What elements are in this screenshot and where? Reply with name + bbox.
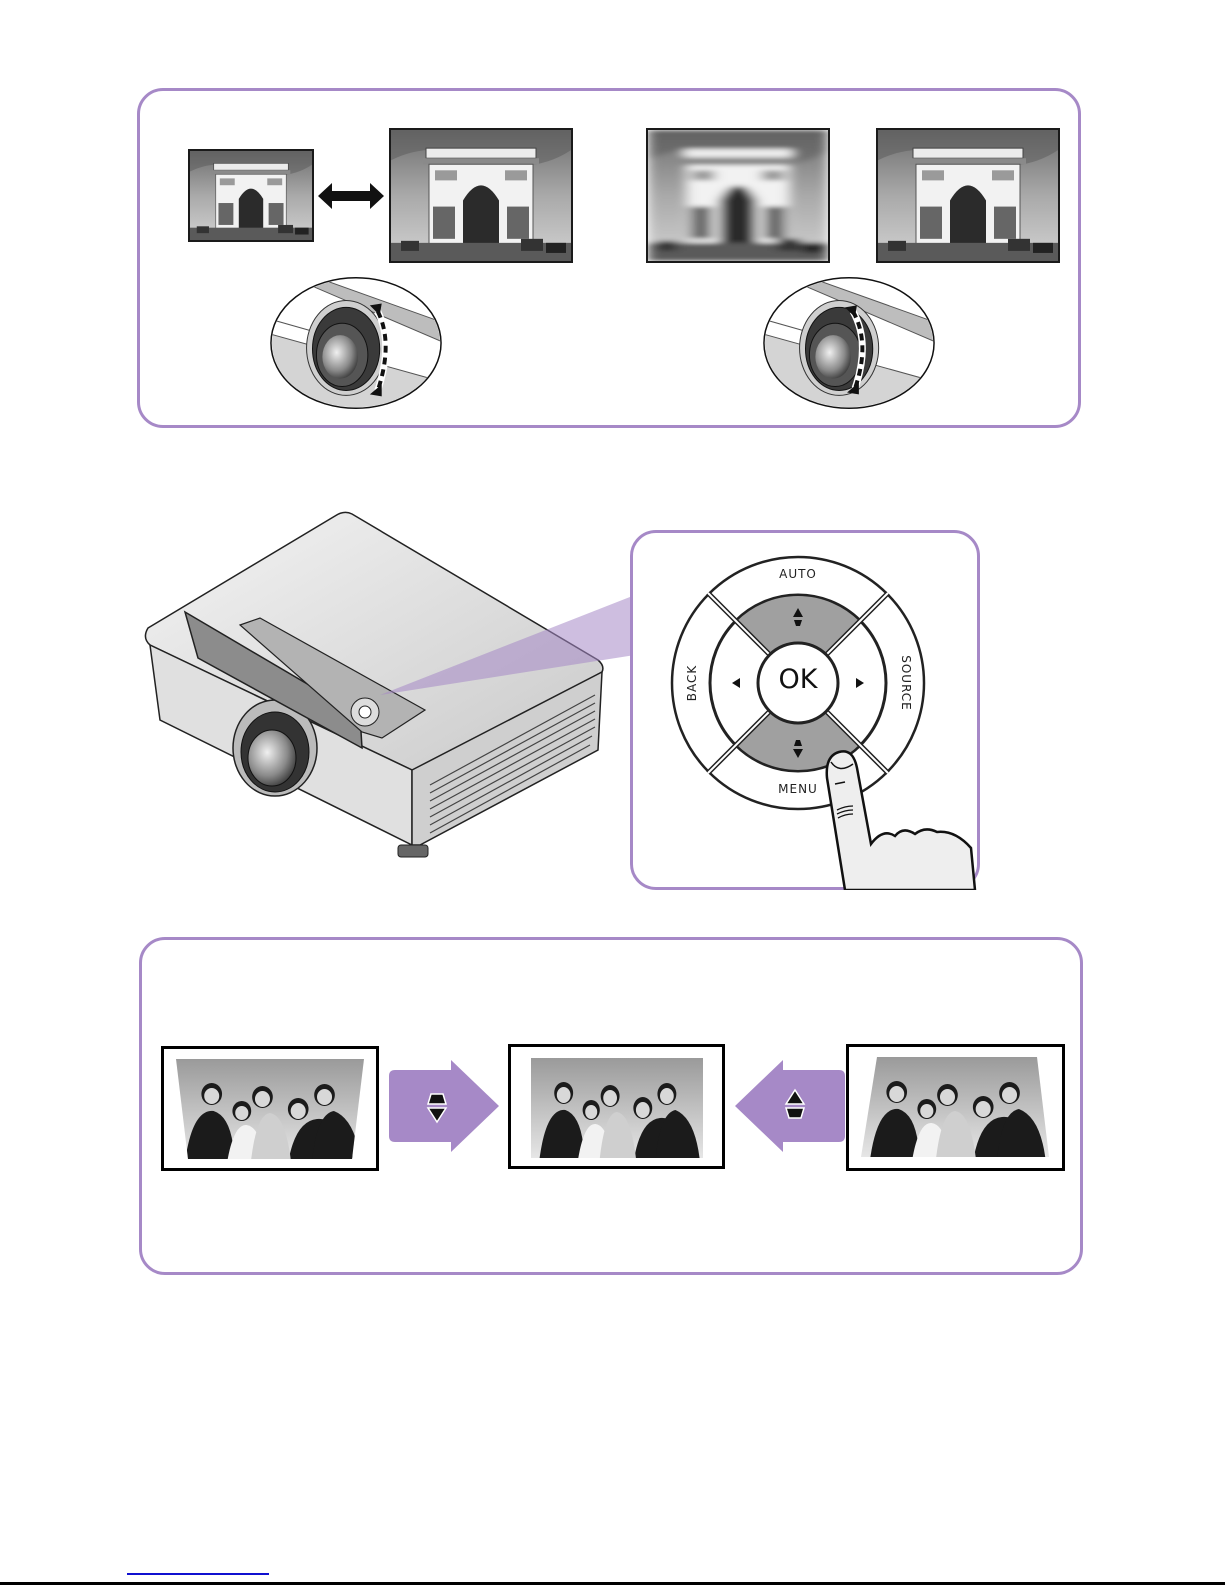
keystone-down-icon [793, 740, 803, 758]
pointing-finger-icon [825, 748, 977, 892]
footer-link-underline[interactable] [127, 1573, 269, 1575]
blurred-image [646, 128, 830, 263]
small-image [188, 149, 314, 242]
keypad-ok-label[interactable]: OK [778, 664, 818, 695]
projector-illustration [130, 500, 630, 880]
sharp-image [876, 128, 1060, 263]
arrow-left-icon [732, 678, 740, 688]
callout-beam [380, 590, 640, 710]
keystone-up-button-icon[interactable] [733, 1060, 845, 1152]
keypad-source-label[interactable]: SOURCE [899, 655, 913, 711]
footer-rule [0, 1582, 1225, 1585]
keystone-top-wide [161, 1046, 379, 1171]
keypad-auto-label[interactable]: AUTO [779, 567, 817, 581]
large-image [389, 128, 573, 263]
control-keypad [668, 553, 928, 813]
keystone-down-button-icon[interactable] [389, 1060, 501, 1152]
keypad-back-label[interactable]: BACK [685, 664, 699, 702]
arrow-right-icon [856, 678, 864, 688]
zoom-ring-rotate-icon [267, 273, 445, 413]
keypad-menu-label[interactable]: MENU [778, 782, 818, 796]
keystone-up-icon [793, 608, 803, 626]
keystone-bottom-wide [846, 1044, 1065, 1171]
focus-ring-rotate-icon [760, 273, 938, 413]
keystone-corrected [508, 1044, 725, 1169]
double-arrow-horizontal-icon [318, 181, 384, 211]
